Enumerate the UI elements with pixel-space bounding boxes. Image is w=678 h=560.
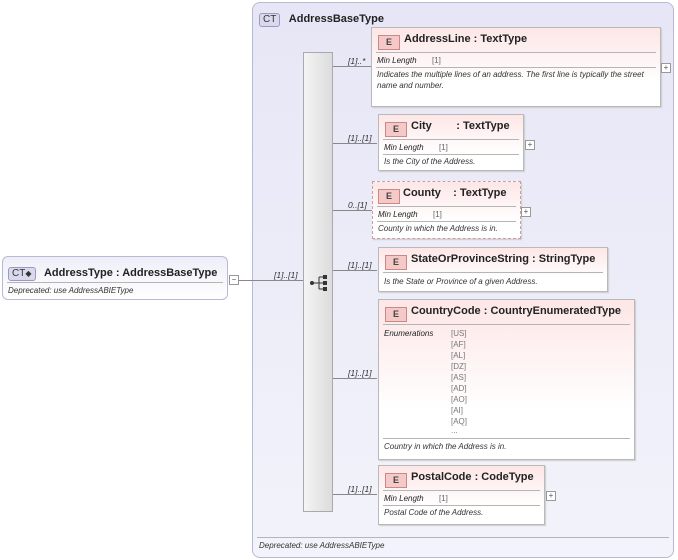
divider [383,505,540,506]
divider [376,67,656,68]
facet-value: [1] [439,143,448,152]
element-description: County in which the Address is in. [378,224,498,233]
cardinality-label: [1]..* [348,56,366,66]
enumeration-value: [AI] [451,406,464,415]
cardinality-label: [1]..[1] [348,133,372,143]
element-badge: E [378,189,400,204]
facet-label: Min Length [377,56,417,65]
facet-label: Min Length [384,143,424,152]
divider [383,438,630,439]
enumeration-value: [AO] [451,395,468,404]
element-badge: E [385,122,407,137]
sequence-compositor[interactable] [303,52,333,512]
sequence-icon [310,275,327,291]
enumeration-value: [AQ] [451,417,468,426]
connector-line [333,270,377,271]
connector-line [333,210,372,211]
facet-label: Enumerations [384,329,434,338]
connector-line [333,378,377,379]
facet-value: [1] [433,210,442,219]
enumeration-value: [AF] [451,340,466,349]
divider [377,221,516,222]
element-description: Country in which the Address is in. [384,442,507,451]
element-badge: E [385,255,407,270]
enumeration-value: [AD] [451,384,467,393]
cardinality-label: 0..[1] [348,200,367,210]
expand-icon[interactable]: + [525,140,535,150]
enumeration-value: [US] [451,329,467,338]
container-footer-note: Deprecated: use AddressABIEType [259,541,385,550]
element-postal-code[interactable]: E PostalCode : CodeType Min Length [1] P… [378,465,545,525]
divider [383,154,519,155]
element-badge: E [385,307,407,322]
address-type-root-box[interactable]: CT◆ AddressType : AddressBaseType Deprec… [2,256,228,300]
element-description: Is the State or Province of a given Addr… [384,277,538,286]
element-state-or-province[interactable]: E StateOrProvinceString : StringType Is … [378,247,608,292]
facet-label: Min Length [378,210,418,219]
expand-icon[interactable]: + [546,491,556,501]
container-header: CT AddressBaseType [259,9,384,27]
element-country-code[interactable]: E CountryCode : CountryEnumeratedType En… [378,299,635,460]
divider [383,490,540,491]
connector-line [238,280,303,281]
complex-type-badge: CT [259,13,281,27]
enumeration-value: [DZ] [451,362,467,371]
divider [383,139,519,140]
cardinality-label: [1]..[1] [348,484,372,494]
root-note: Deprecated: use AddressABIEType [8,286,134,295]
root-header: CT◆ AddressType : AddressBaseType [8,263,217,281]
element-title: County : TextType [403,187,507,199]
cardinality-label: [1]..[1] [348,368,372,378]
element-title: CountryCode : CountryEnumeratedType [411,305,622,317]
element-description: Is the City of the Address. [384,157,476,166]
complex-type-badge: CT◆ [8,267,36,281]
connector-line [333,143,377,144]
divider [383,272,603,273]
facet-value: [1] [439,494,448,503]
expand-icon[interactable]: + [661,63,671,73]
enumeration-value: [AS] [451,373,467,382]
connector-line [333,66,371,67]
container-title: AddressBaseType [288,13,384,25]
cardinality-label: [1]..[1] [348,260,372,270]
element-badge: E [385,473,407,488]
element-title: PostalCode : CodeType [411,471,534,483]
connector-line [333,494,377,495]
container-divider [257,537,669,538]
root-title: AddressType : AddressBaseType [43,267,218,279]
element-description: Postal Code of the Address. [384,508,484,517]
enumeration-value: [AL] [451,351,466,360]
element-description: Indicates the multiple lines of an addre… [377,70,644,90]
element-title: AddressLine : TextType [404,33,528,45]
root-cardinality: [1]..[1] [274,270,298,280]
enumeration-value: ... [451,426,458,435]
divider [376,52,656,53]
divider [377,206,516,207]
element-county[interactable]: E County : TextType Min Length [1] Count… [372,181,521,239]
element-title: City : TextType [411,120,510,132]
root-divider [7,282,223,283]
divider [383,324,630,325]
element-address-line[interactable]: E AddressLine : TextType Min Length [1] … [371,27,661,107]
facet-label: Min Length [384,494,424,503]
element-title: StateOrProvinceString : StringType [411,253,596,265]
element-badge: E [378,35,400,50]
element-city[interactable]: E City : TextType Min Length [1] Is the … [378,114,524,171]
expand-icon[interactable]: + [521,207,531,217]
facet-value: [1] [432,56,441,65]
